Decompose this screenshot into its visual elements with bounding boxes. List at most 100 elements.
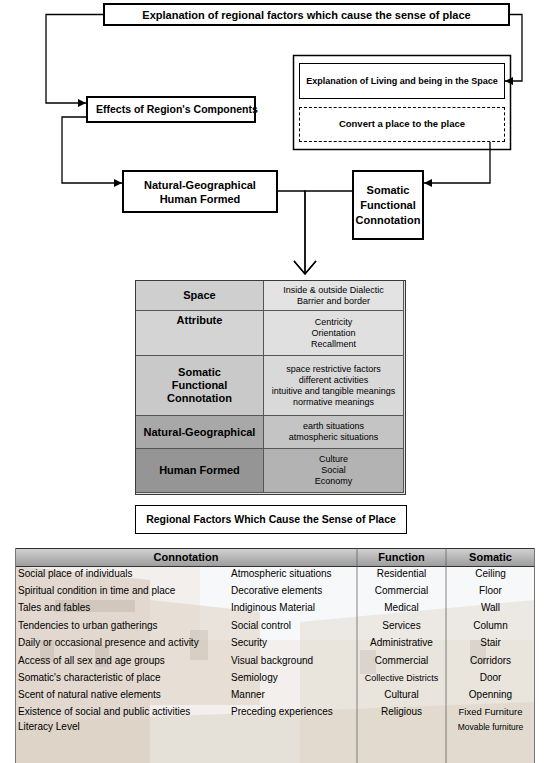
row-item: Social	[321, 465, 346, 476]
table-header: Somatic	[446, 548, 535, 566]
table-cell: Space	[136, 281, 264, 311]
connector-line	[505, 15, 522, 82]
factor-table: Space Inside & outside DialecticBarrier a…	[135, 280, 406, 495]
row-item: different activities	[299, 375, 368, 386]
table-cell: Services	[357, 619, 446, 633]
table-cell: Existence of social and public activitie…	[18, 705, 190, 719]
table-cell: Attribute	[136, 311, 264, 356]
arrow-head	[294, 261, 316, 274]
dashed-box: Convert a place to the place	[299, 107, 505, 142]
table-cell: Stair	[446, 636, 535, 650]
row-item: Barrier and border	[297, 296, 370, 307]
row-item: space restrictive factors	[286, 364, 381, 375]
table-cell: Somatic's characteristic of place	[18, 671, 161, 685]
table-cell: Movable furniture	[446, 720, 535, 734]
column-divider	[446, 548, 447, 763]
table-cell: Ceiling	[446, 567, 535, 581]
table-cell: Door	[446, 671, 535, 685]
row-item: Recallment	[311, 339, 356, 350]
table-cell: Residential	[357, 567, 446, 581]
table-cell: Tales and fables	[18, 601, 90, 615]
table-cell: Daily or occasional presence and activit…	[18, 636, 199, 650]
connector	[505, 15, 522, 86]
process-box: SomaticFunctionalConnotation	[352, 170, 424, 240]
connector-line	[62, 117, 122, 183]
column-divider	[357, 548, 358, 763]
village-photo	[15, 566, 535, 763]
connector	[46, 15, 103, 108]
table-cell: earth situationsatmospheric situations	[264, 416, 404, 449]
table-cell: Semiology	[231, 671, 278, 685]
node-text: Regional Factors Which Cause the Sense o…	[146, 513, 396, 527]
row-item: Orientation	[311, 328, 355, 339]
group-frame	[294, 56, 511, 150]
table-cell: Floor	[446, 584, 535, 598]
table-cell: Tendencies to urban gatherings	[18, 619, 158, 633]
table-cell: Visual background	[231, 654, 313, 668]
row-heading: Somatic Functional Connotation	[160, 366, 240, 405]
table-header: Connotation	[15, 548, 357, 566]
row-item: Economy	[315, 476, 353, 487]
photo-fade	[15, 566, 535, 763]
row-item: Culture	[319, 454, 348, 465]
table-cell: Column	[446, 619, 535, 633]
table-cell: Spiritual condition in time and place	[18, 584, 175, 598]
table-cell: Collective Districts	[357, 671, 446, 685]
arrow-head	[114, 179, 122, 187]
table-cell: Religious	[357, 705, 446, 719]
row-heading: Attribute	[177, 314, 223, 327]
table-cell: Fixed Furniture	[446, 705, 535, 719]
row-item: atmospheric situations	[289, 432, 379, 443]
table-header-bar	[16, 549, 535, 567]
table-cell: Atmospheric situations	[231, 567, 332, 581]
table-cell: Commercial	[357, 584, 446, 598]
row-item: normative meanings	[293, 397, 374, 408]
row-heading: Space	[183, 289, 215, 302]
row-heading: Human Formed	[159, 464, 240, 477]
table-cell: Inside & outside DialecticBarrier and bo…	[264, 281, 404, 311]
table-cell: Somatic Functional Connotation	[136, 356, 264, 416]
table-cell: Manner	[231, 688, 265, 702]
table-cell: Wall	[446, 601, 535, 615]
node-text: Functional	[360, 198, 416, 213]
table-cell: space restrictive factorsdifferent activ…	[264, 356, 404, 416]
table-cell: Human Formed	[136, 449, 264, 493]
connector	[424, 142, 490, 187]
table-cell: Medical	[357, 601, 446, 615]
node-text: Explanation of regional factors which ca…	[142, 8, 470, 22]
table-cell: Natural-Geographical	[136, 416, 264, 449]
table-cell: Security	[231, 636, 267, 650]
table-border	[534, 548, 535, 763]
table-cell: Indiginous Material	[231, 601, 315, 615]
table-cell: Decorative elements	[231, 584, 322, 598]
connector-line	[46, 15, 103, 104]
connector	[62, 117, 122, 187]
table-cell: Cultural	[357, 688, 446, 702]
row-item: earth situations	[303, 421, 364, 432]
table-cell: Access of all sex and age groups	[18, 654, 165, 668]
photo-base	[15, 566, 535, 763]
node-text: Somatic	[367, 183, 410, 198]
process-box: Effects of Region's Components	[86, 96, 256, 123]
table-border	[15, 548, 16, 763]
arrow-head	[505, 77, 513, 85]
table-cell: CultureSocialEconomy	[264, 449, 404, 493]
table-cell: Social control	[231, 619, 291, 633]
connector-line	[278, 191, 305, 274]
node-text: Convert a place to the place	[339, 118, 465, 131]
process-box: Explanation of regional factors which ca…	[103, 3, 510, 26]
table-cell: Commercial	[357, 654, 446, 668]
node-text: Explanation of Living and being in the S…	[306, 75, 498, 87]
row-heading: Natural-Geographical	[144, 426, 256, 439]
table-cell: Corridors	[446, 654, 535, 668]
connector-line	[305, 191, 352, 274]
row-item: Centricity	[315, 317, 353, 328]
connector	[294, 191, 352, 274]
connector	[278, 191, 316, 274]
table-cell: Social place of individuals	[18, 567, 133, 581]
arrow-head	[424, 179, 432, 187]
node-text: Connotation	[356, 213, 421, 228]
table-cell: Openning	[446, 688, 535, 702]
node-text: Natural-Geographical	[144, 178, 256, 192]
